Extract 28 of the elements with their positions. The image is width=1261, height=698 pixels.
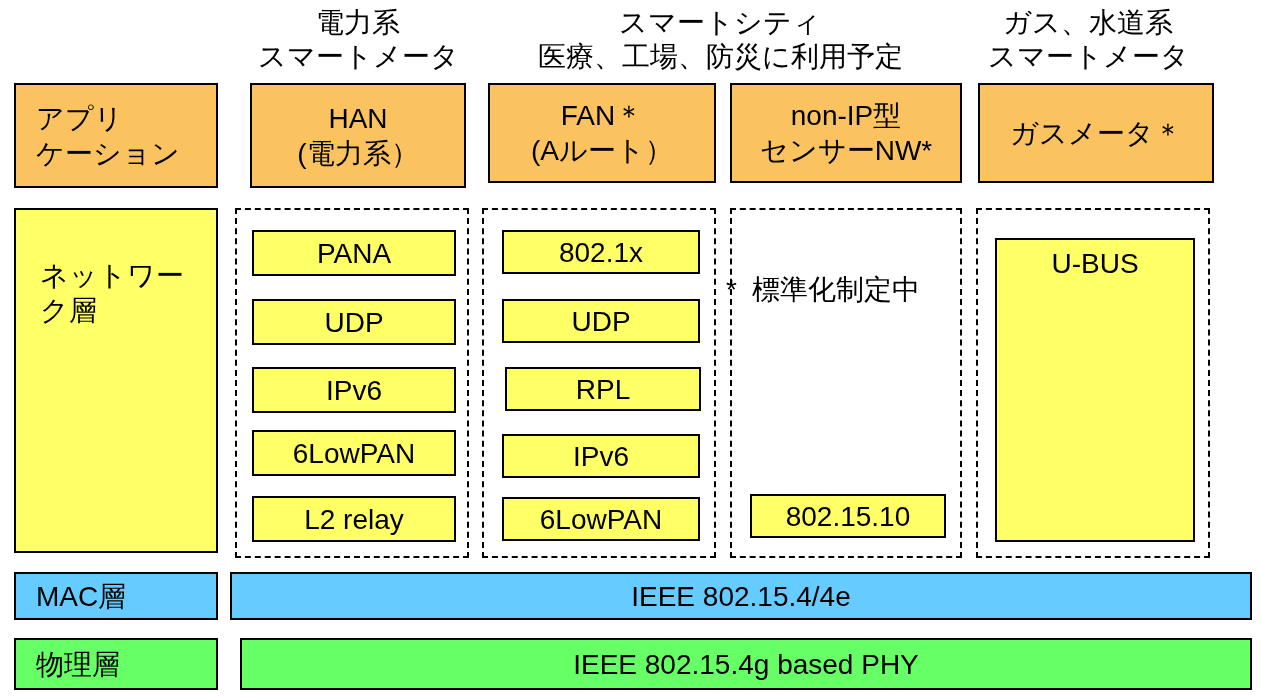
protocol-box: 802.15.10 (750, 494, 946, 538)
protocol-box: IPv6 (252, 367, 456, 413)
protocol-box: IPv6 (502, 434, 700, 478)
dashed-group-box (976, 208, 1210, 558)
layer-label-box: ネットワーク層 (14, 208, 218, 553)
protocol-box: 802.1x (502, 230, 700, 274)
protocol-box: RPL (505, 367, 701, 411)
dashed-group-box (235, 208, 469, 558)
protocol-box: 6LowPAN (252, 430, 456, 476)
physical-layer-bar: IEEE 802.15.4g based PHY (240, 638, 1252, 690)
protocol-box: UDP (252, 299, 456, 345)
protocol-box: 6LowPAN (502, 497, 700, 541)
layer-box: non-IP型センサーNW* (730, 83, 962, 183)
protocol-box: PANA (252, 230, 456, 276)
column-heading: スマートシティ医療、工場、防災に利用予定 (536, 6, 904, 74)
layer-box: FAN＊ (Aルート） (488, 83, 716, 183)
layer-box: ガスメータ＊ (978, 83, 1214, 183)
column-heading: ガス、水道系スマートメータ (986, 6, 1190, 74)
dashed-group-box (482, 208, 716, 558)
layer-box: HAN (電力系） (250, 83, 466, 188)
protocol-box: L2 relay (252, 496, 456, 542)
mac-layer-bar: IEEE 802.15.4/4e (230, 572, 1252, 620)
protocol-box: U-BUS (995, 238, 1195, 542)
mac-layer-bar: MAC層 (14, 572, 218, 620)
protocol-box: UDP (502, 299, 700, 343)
physical-layer-bar: 物理層 (14, 638, 218, 690)
column-heading: 電力系スマートメータ (256, 6, 460, 74)
layer-label-box: アプリケーション (14, 83, 218, 188)
